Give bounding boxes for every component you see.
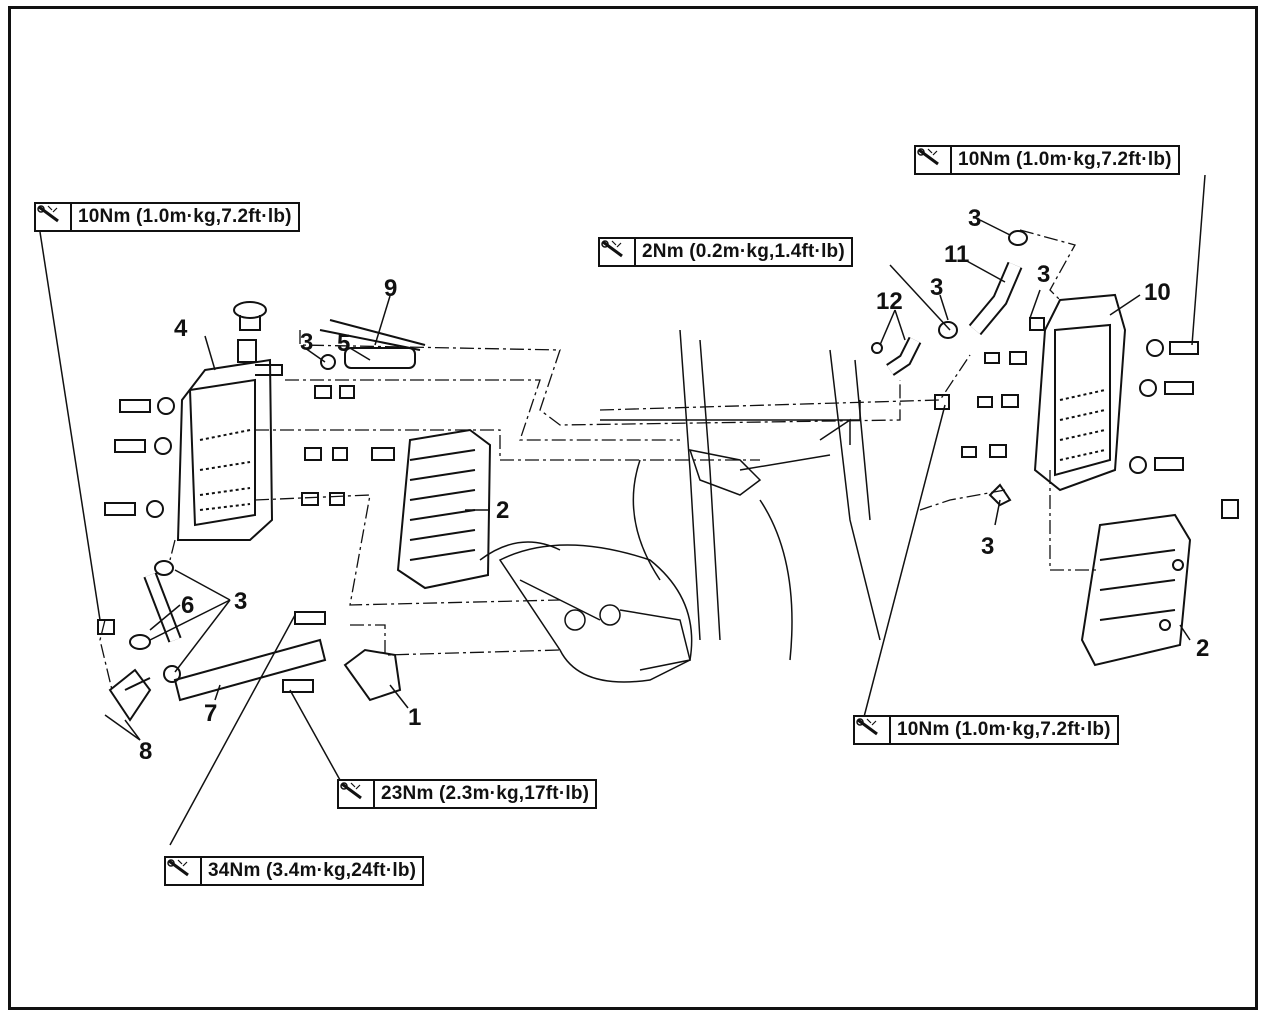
part-number-3: 3 — [930, 274, 944, 301]
left-radiator-guard — [396, 428, 492, 590]
part-number-3: 3 — [1037, 261, 1051, 288]
part-number-10: 10 — [1144, 279, 1171, 306]
part-number-2-left: 2 — [496, 497, 510, 524]
lower-pipes — [97, 560, 402, 722]
torque-spec-right-radiator-lower: 10Nm (1.0m·kg,7.2ft·lb) — [853, 715, 1119, 745]
part-number-3: 3 — [981, 533, 995, 560]
torque-spec-pump-cover: 23Nm (2.3m·kg,17ft·lb) — [337, 779, 598, 809]
torque-wrench-icon — [600, 239, 636, 265]
part-number-3: 3 — [234, 588, 248, 615]
torque-spec-hose-clamp: 2Nm (0.2m·kg,1.4ft·lb) — [598, 237, 853, 267]
assembly-lines — [99, 229, 1100, 691]
part-number-1: 1 — [408, 704, 422, 731]
right-radiator-guard — [1080, 499, 1239, 667]
torque-value: 2Nm (0.2m·kg,1.4ft·lb) — [642, 241, 845, 262]
part-number-8: 8 — [139, 738, 153, 765]
left-radiator — [176, 301, 283, 541]
leader-lines — [39, 174, 1206, 846]
part-number-3: 3 — [300, 329, 314, 356]
torque-value: 23Nm (2.3m·kg,17ft·lb) — [381, 783, 590, 804]
part-number-11: 11 — [944, 241, 970, 268]
part-number-7: 7 — [204, 700, 218, 727]
right-hoses — [871, 230, 1045, 410]
torque-value: 34Nm (3.4m·kg,24ft·lb) — [208, 860, 417, 881]
upper-hoses — [319, 319, 426, 370]
torque-value: 10Nm (1.0m·kg,7.2ft·lb) — [897, 719, 1111, 740]
right-radiator — [961, 293, 1199, 507]
torque-spec-left-radiator: 10Nm (1.0m·kg,7.2ft·lb) — [34, 202, 300, 232]
part-number-5: 5 — [337, 330, 351, 357]
torque-value: 10Nm (1.0m·kg,7.2ft·lb) — [78, 206, 292, 227]
torque-wrench-icon — [36, 204, 72, 230]
part-number-6: 6 — [181, 592, 195, 619]
part-number-12: 12 — [876, 288, 903, 315]
part-number-2-right: 2 — [1196, 635, 1210, 662]
part-number-4: 4 — [174, 315, 188, 342]
torque-wrench-icon — [855, 717, 891, 743]
torque-wrench-icon — [339, 781, 375, 807]
torque-value: 10Nm (1.0m·kg,7.2ft·lb) — [958, 149, 1172, 170]
torque-wrench-icon — [166, 858, 202, 884]
motorcycle-frame — [479, 329, 881, 683]
part-number-3: 3 — [968, 205, 982, 232]
part-number-9: 9 — [384, 275, 398, 302]
torque-spec-right-radiator-upper: 10Nm (1.0m·kg,7.2ft·lb) — [914, 145, 1180, 175]
torque-spec-pipe-bolt: 34Nm (3.4m·kg,24ft·lb) — [164, 856, 425, 886]
torque-wrench-icon — [916, 147, 952, 173]
